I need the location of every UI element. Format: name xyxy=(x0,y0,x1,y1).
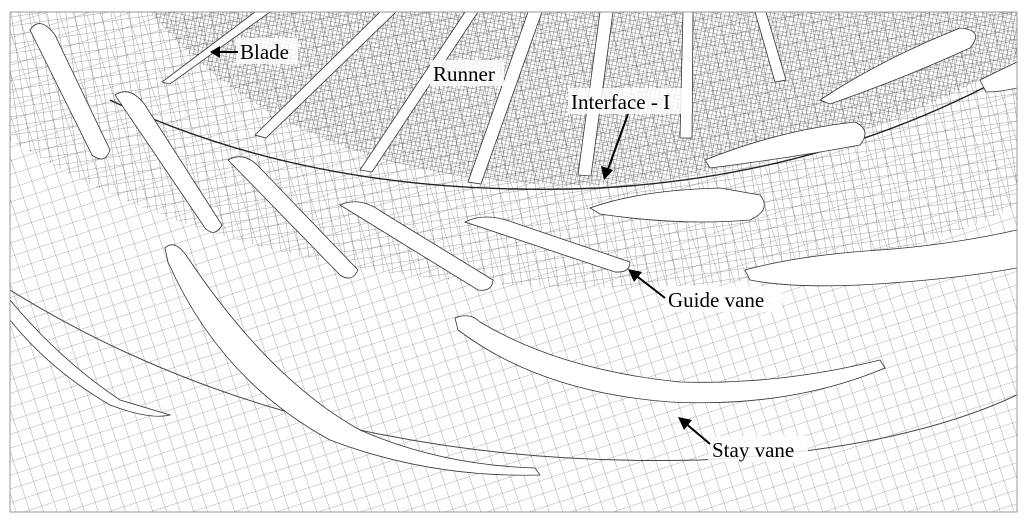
annotations: Blade Runner Interface - I Guide vane St… xyxy=(210,38,808,462)
stay-vane xyxy=(10,299,172,417)
stay-vane xyxy=(164,244,541,476)
guide-vane xyxy=(819,27,977,105)
guide-vane-label-bg xyxy=(664,286,782,312)
guide-vane xyxy=(704,121,866,169)
guide-vane xyxy=(463,216,631,273)
interface-arrow-head xyxy=(601,166,613,180)
stay-vane-label: Stay vane xyxy=(712,438,794,462)
blade-label-bg xyxy=(236,38,298,64)
runner-blades xyxy=(161,12,787,185)
outer-ring-arc xyxy=(10,289,1017,461)
interface-label: Interface - I xyxy=(571,90,670,114)
guide-vane xyxy=(589,187,765,223)
guide-vane-arrow xyxy=(633,273,666,299)
guide-vane xyxy=(979,61,1017,93)
runner-blade xyxy=(467,12,543,185)
guide-vane-arrow-head xyxy=(628,269,642,282)
stay-vane-arrow xyxy=(683,421,711,445)
stay-vane xyxy=(744,229,1017,287)
runner-blade xyxy=(754,12,787,83)
guide-vane xyxy=(29,23,111,160)
guide-vane xyxy=(114,91,223,233)
stay-vanes xyxy=(10,229,1017,476)
runner-blade xyxy=(254,12,397,139)
stay-vane-label-bg xyxy=(708,436,808,462)
stay-vane xyxy=(454,315,886,404)
interface-label-bg xyxy=(568,88,692,114)
blade-arrow-head xyxy=(210,46,220,58)
guide-vane-label: Guide vane xyxy=(668,288,764,312)
guide-vane xyxy=(339,201,494,291)
interface-arc xyxy=(109,69,1017,190)
runner-label: Runner xyxy=(433,62,495,86)
blade-label: Blade xyxy=(240,40,289,64)
guide-vanes xyxy=(29,23,1017,291)
guide-vane xyxy=(227,156,359,279)
runner-label-bg xyxy=(430,60,504,86)
runner-blade xyxy=(161,12,271,85)
interface-arrow xyxy=(606,113,629,173)
figure-frame xyxy=(9,11,1018,513)
stay-vane-arrow-head xyxy=(678,417,692,430)
